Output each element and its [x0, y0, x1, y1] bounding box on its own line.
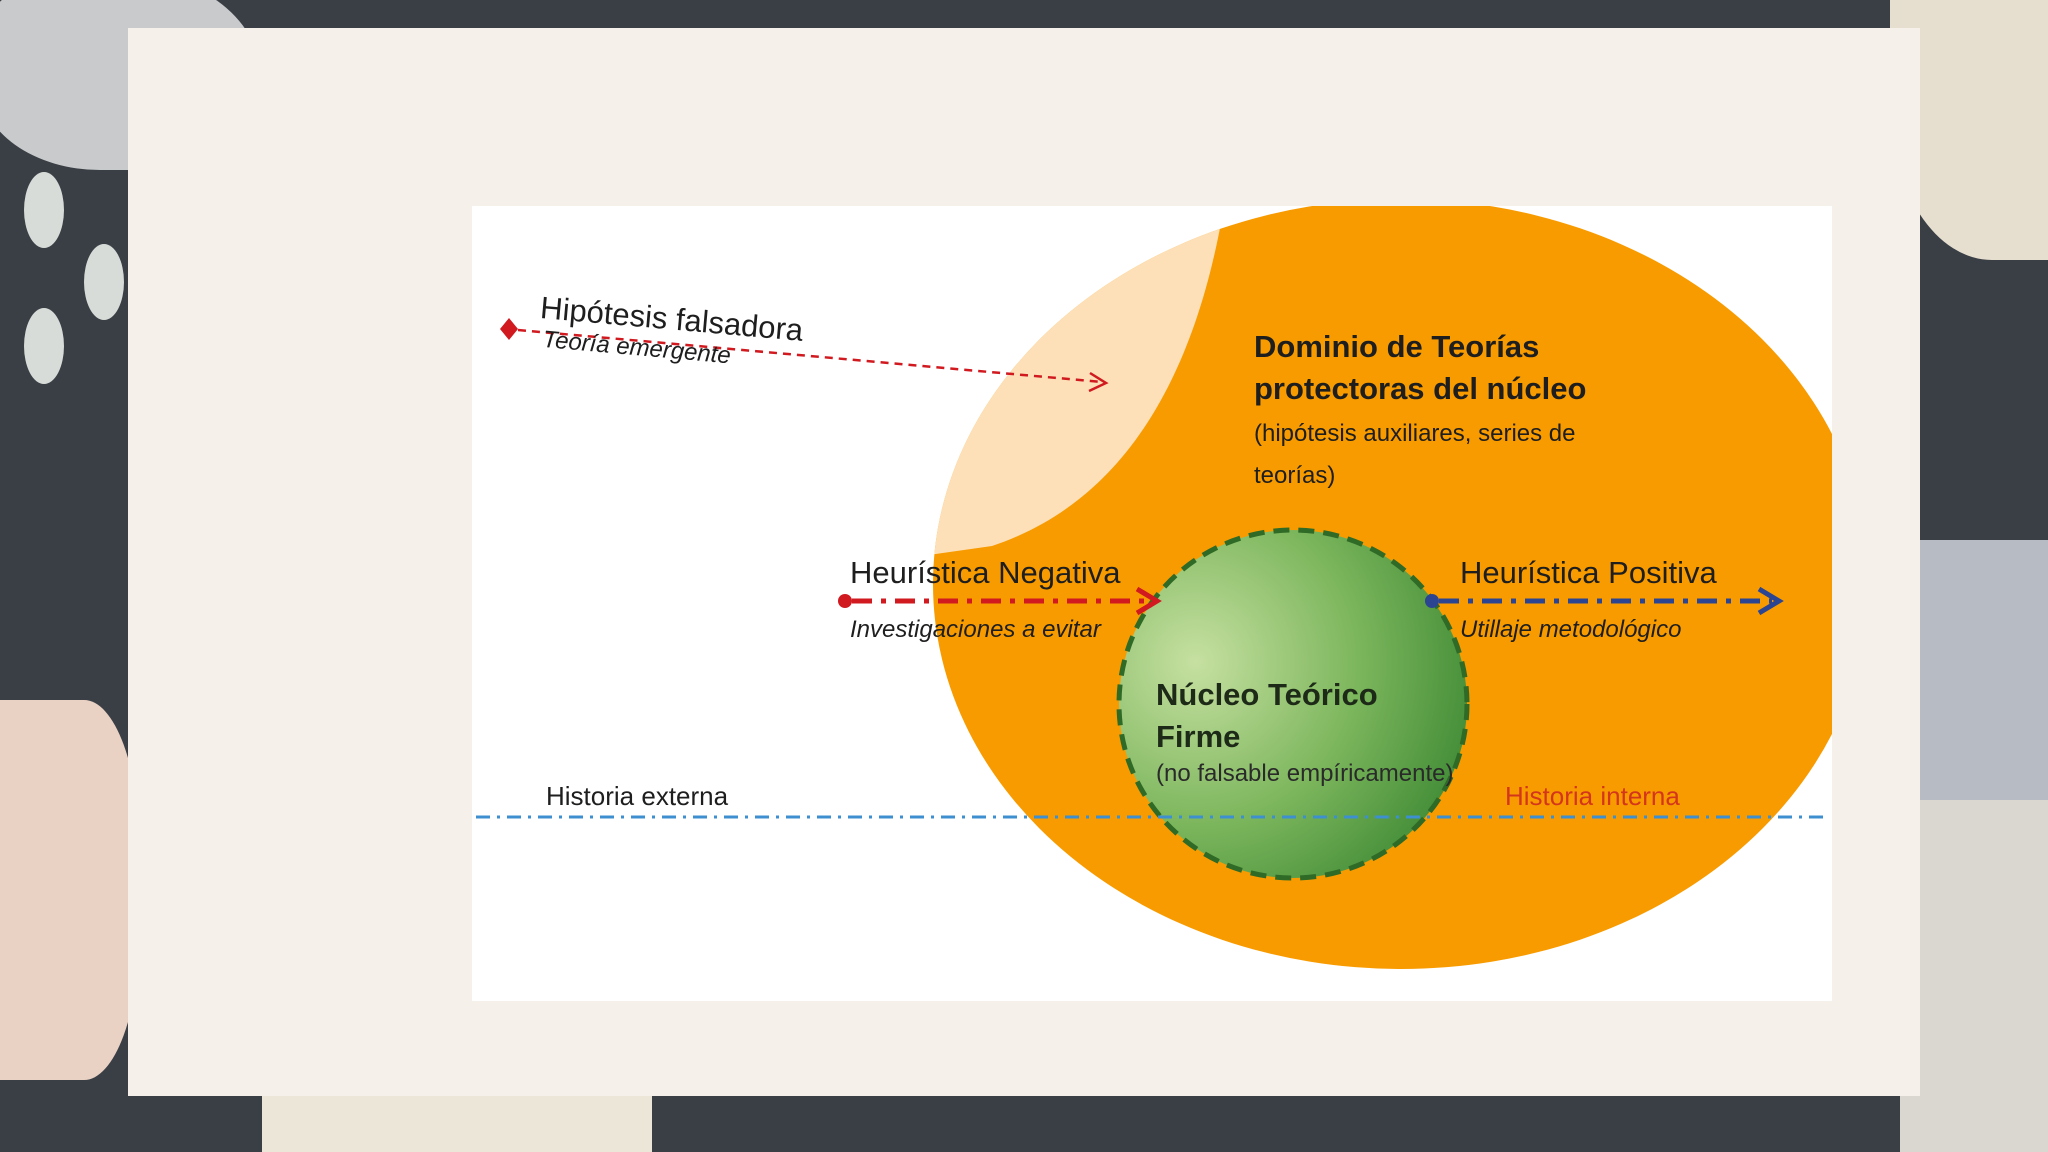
- background-dotted-paper: [262, 1096, 652, 1152]
- background-dot: [24, 308, 64, 384]
- diagram-panel: Hipótesis falsadora Teoría emergente Dom…: [472, 206, 1832, 1001]
- external-history-label: Historia externa: [546, 781, 729, 811]
- protective-belt-title: Dominio de Teorías protectoras del núcle…: [1254, 329, 1587, 406]
- protective-belt-label: Dominio de Teorías protectoras del núcle…: [1254, 326, 1594, 494]
- background-dot: [84, 244, 124, 320]
- falsifier-diamond-marker: [500, 318, 518, 340]
- background-dot: [24, 172, 64, 248]
- negative-heuristic-arrowhead: [1135, 586, 1162, 616]
- core-circle: [1116, 527, 1470, 881]
- falsifier-arrowhead: [1088, 371, 1109, 393]
- core-label: Núcleo Teórico Firme (no falsable empíri…: [1156, 674, 1456, 790]
- positive-heuristic-title: Heurística Positiva: [1460, 555, 1717, 590]
- background-leaf-pattern: [1900, 800, 2048, 1152]
- positive-heuristic-subtitle: Utillaje metodológico: [1460, 616, 1682, 643]
- positive-heuristic-arrowhead: [1757, 586, 1784, 616]
- core-title: Núcleo Teórico Firme: [1156, 677, 1378, 754]
- protective-belt-subtitle: (hipótesis auxiliares, series de teorías…: [1254, 420, 1576, 489]
- background-pink-pattern: [0, 700, 140, 1080]
- core-subtitle: (no falsable empíricamente): [1156, 760, 1454, 787]
- slide-card: Hipótesis falsadora Teoría emergente Dom…: [128, 28, 1920, 1096]
- negative-heuristic-subtitle: Investigaciones a evitar: [850, 616, 1101, 643]
- negative-heuristic-start-dot: [838, 594, 852, 608]
- negative-heuristic-title: Heurística Negativa: [850, 555, 1121, 590]
- internal-history-label: Historia interna: [1505, 781, 1680, 811]
- positive-heuristic-start-dot: [1425, 594, 1439, 608]
- diagram-graphics: [476, 206, 1832, 969]
